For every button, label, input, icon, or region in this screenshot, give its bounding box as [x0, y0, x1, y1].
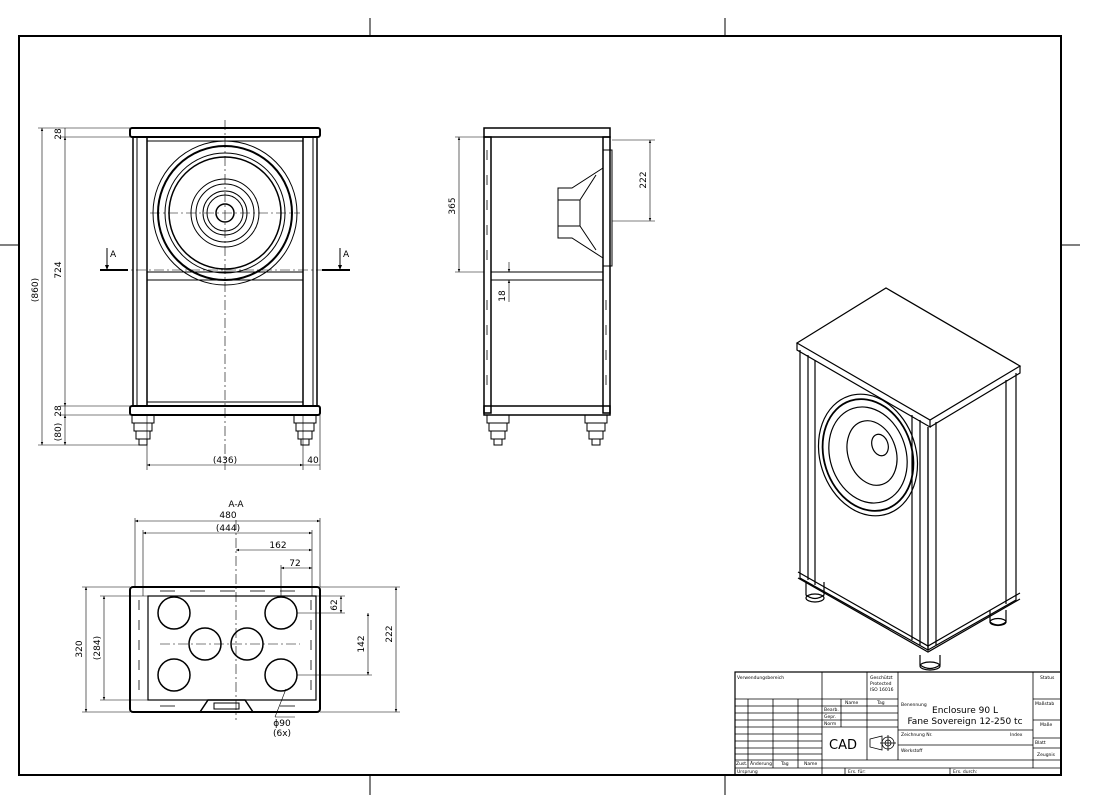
- dim-port-spacing-x: 162: [269, 541, 286, 551]
- dim-shelf: 18: [498, 290, 508, 302]
- tb-aenderung: Änderung: [750, 760, 772, 767]
- dim-port-offset-x: 72: [289, 559, 300, 569]
- tb-protected: Protected: [870, 681, 892, 687]
- tb-bearb: Bearb.: [824, 707, 839, 713]
- section-marker-label-left: A: [110, 250, 117, 260]
- section-marker-label-right: A: [343, 250, 350, 260]
- feet-front: [131, 414, 317, 446]
- dim-port-offset-y: 62: [330, 599, 340, 610]
- tb-ursprung: Ursprung: [737, 769, 758, 775]
- front-dimensions: [38, 127, 321, 470]
- isometric-view: [795, 287, 1022, 671]
- dim-bottom-panel: 28: [54, 405, 64, 417]
- isometric-feet: [805, 582, 1007, 671]
- dim-feet-height: (80): [54, 423, 64, 441]
- dim-driver-offset: 222: [385, 625, 395, 642]
- tb-index: Index: [1010, 732, 1023, 738]
- dim-outer-width: 480: [219, 511, 236, 521]
- tb-tag2: Tag: [780, 761, 789, 767]
- tb-ers-fuer: Ers. für:: [848, 769, 866, 775]
- dim-inner-width: (436): [213, 456, 237, 466]
- title-block: [734, 671, 1062, 776]
- drawing-title-line1: Enclosure 90 L: [932, 706, 998, 716]
- tb-massstab: Maßstab: [1035, 701, 1054, 707]
- front-view: [100, 120, 350, 470]
- tb-masse: Maße: [1040, 722, 1052, 728]
- cad-logo-text: CAD: [829, 738, 857, 753]
- tb-name: Name: [845, 700, 859, 706]
- dim-inner-depth: (284): [93, 636, 103, 660]
- tb-benennung: Benennung: [901, 702, 927, 708]
- tb-zeichnung: Zeichnung Nr.: [901, 732, 933, 738]
- tb-zeugnis: Zeugnis: [1037, 752, 1056, 758]
- tb-geschuetzt: Geschützt: [870, 675, 893, 681]
- dim-depth: 320: [75, 640, 85, 657]
- dim-body-height: 724: [54, 261, 64, 278]
- tb-tag: Tag: [876, 700, 885, 706]
- dim-overall-height: (860): [31, 278, 41, 302]
- dim-port-diameter: ϕ90: [273, 719, 291, 729]
- feet-side: [486, 414, 608, 446]
- section-view: [129, 520, 321, 720]
- tb-werkstoff: Werkstoff: [901, 748, 923, 754]
- tb-ers-durch: Ers. durch:: [953, 769, 977, 775]
- tb-zust: Zust.: [736, 761, 747, 767]
- side-view: [483, 127, 613, 446]
- sheet-frame: [0, 18, 1080, 795]
- section-marker-right: [322, 248, 350, 271]
- tb-norm: Norm: [824, 721, 836, 727]
- section-title: A-A: [228, 500, 244, 510]
- drawing-title-line2: Fane Sovereign 12-250 tc: [907, 717, 1022, 727]
- section-marker-left: [100, 248, 128, 271]
- title-block-text: Verwendungsbereich Geschützt Protected I…: [736, 675, 1056, 775]
- tb-name2: Name: [804, 761, 818, 767]
- dim-section-inner-width: (444): [216, 524, 240, 534]
- dim-foot-offset: 40: [307, 456, 319, 466]
- side-dimensions: [455, 136, 655, 302]
- projection-symbol-icon: [869, 735, 896, 751]
- section-dimensions: [82, 518, 400, 718]
- dim-port-count: (6x): [273, 729, 291, 739]
- dim-port-spacing-y: 142: [357, 635, 367, 652]
- tb-blatt: Blatt: [1035, 740, 1046, 746]
- tb-status: Status: [1040, 675, 1055, 681]
- dim-top-panel: 28: [54, 128, 64, 140]
- tb-verwendung: Verwendungsbereich: [737, 675, 784, 681]
- isometric-woofer: [817, 393, 919, 517]
- woofer-section: [557, 149, 613, 267]
- tb-gepr: Gepr.: [824, 714, 836, 720]
- tb-iso: ISO 16016: [870, 687, 894, 693]
- dim-driver-depth: 222: [639, 171, 649, 188]
- dim-upper-chamber: 365: [448, 197, 458, 214]
